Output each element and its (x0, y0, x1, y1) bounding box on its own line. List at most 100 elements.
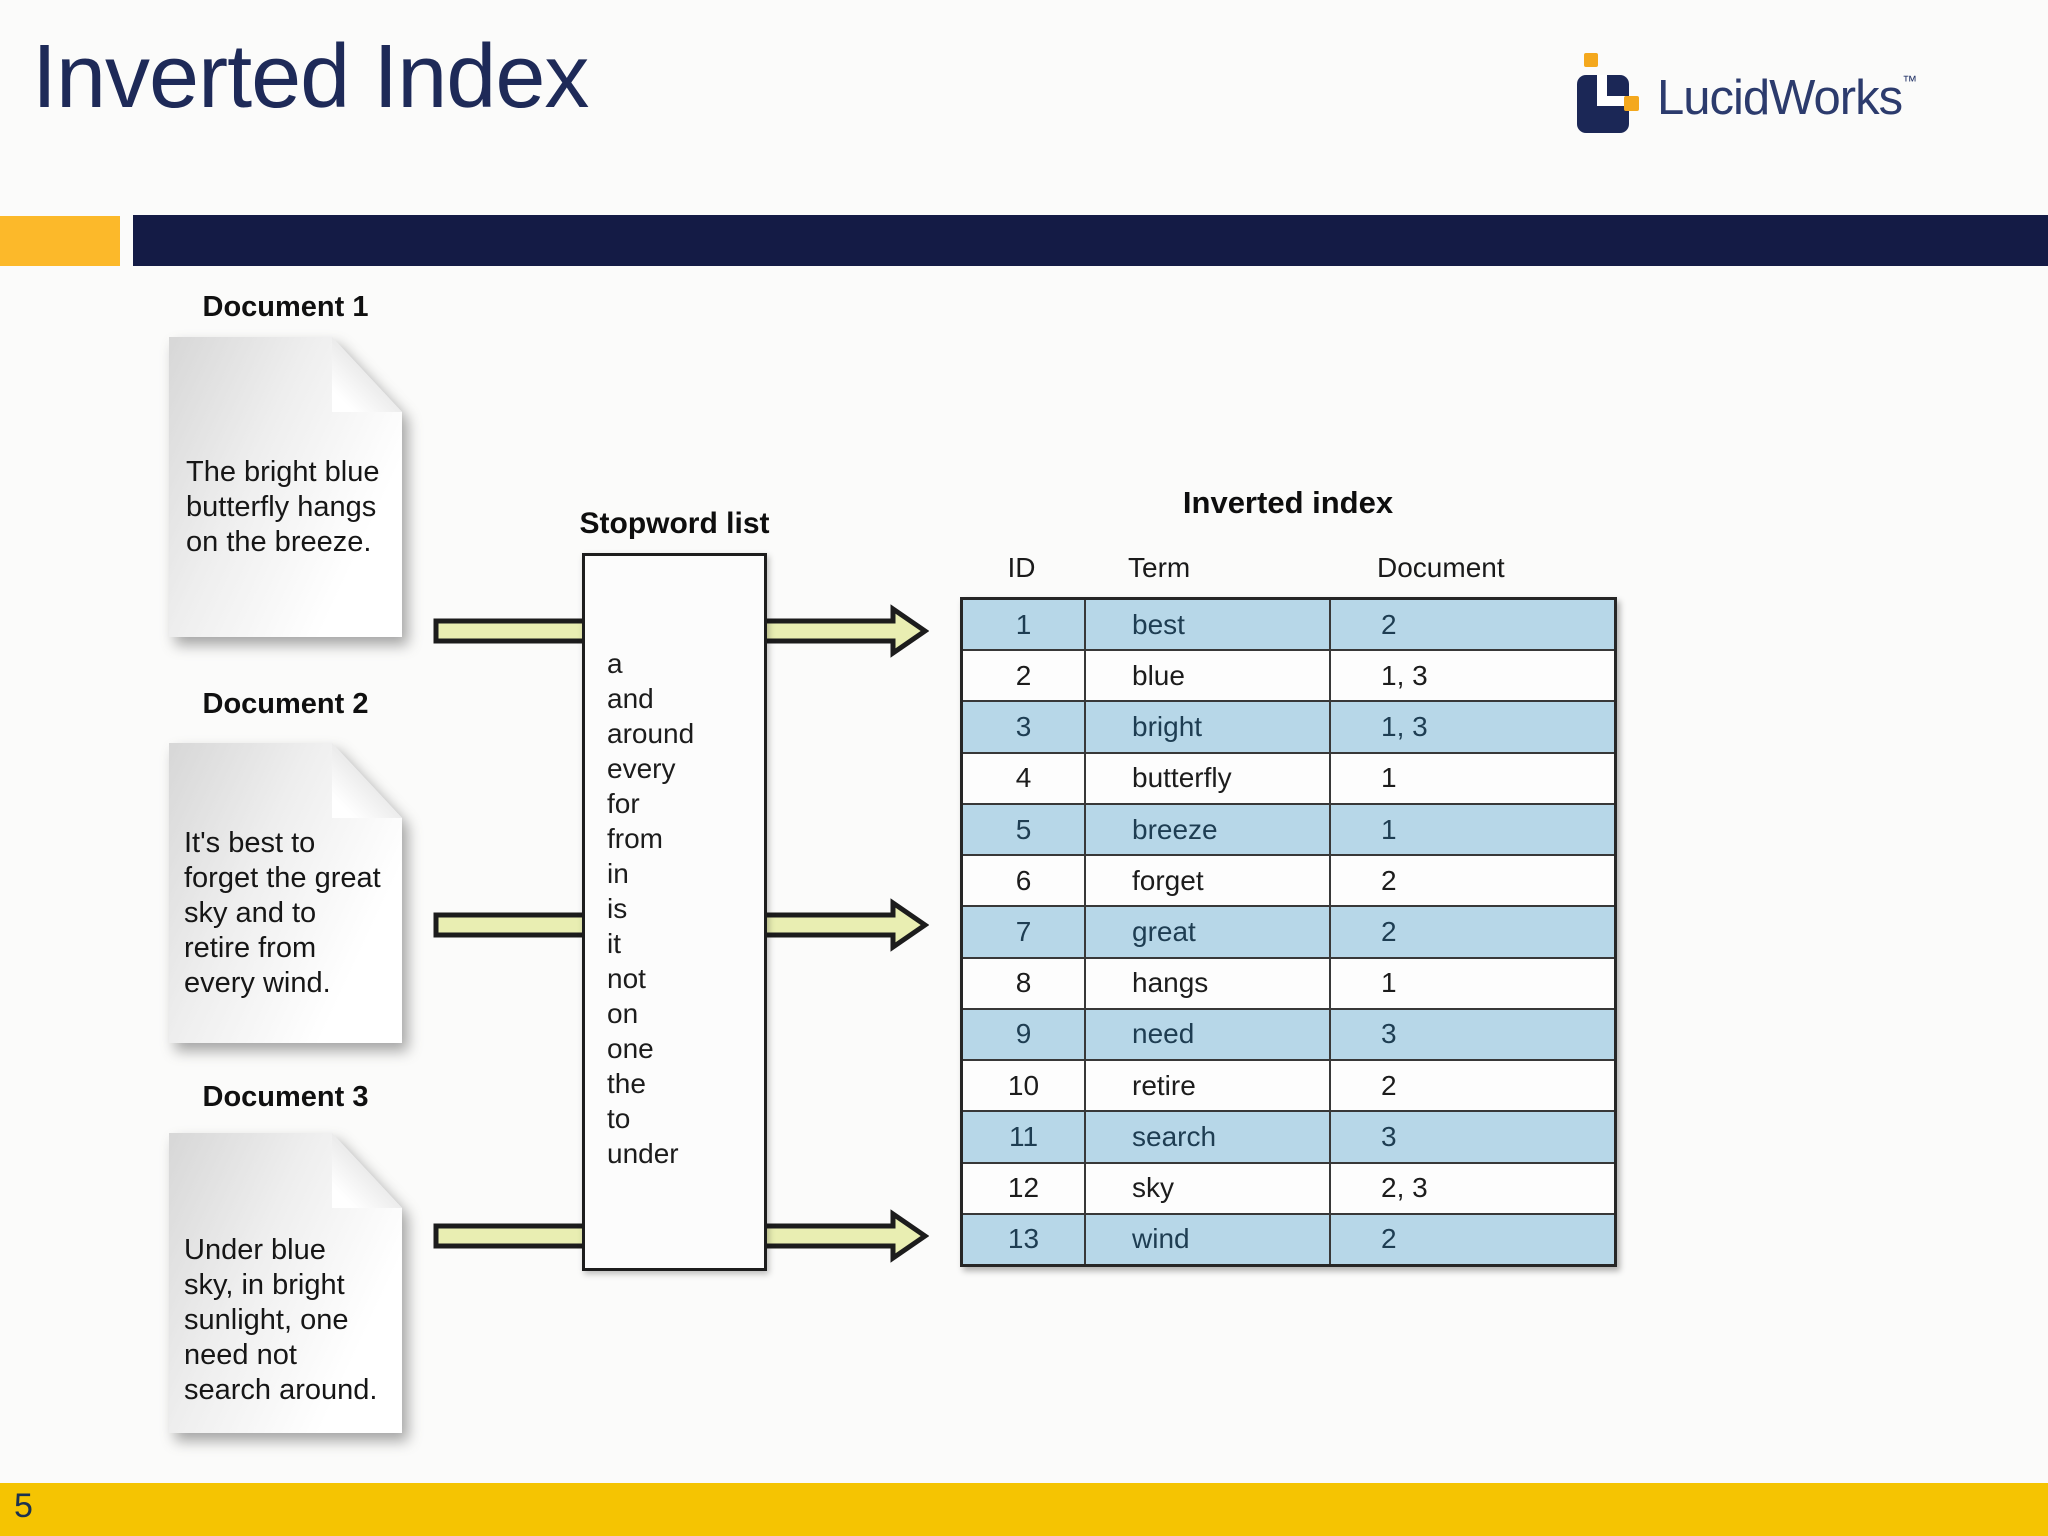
table-cell-term: blue (1086, 651, 1331, 701)
column-header-document: Document (1377, 552, 1505, 583)
document-text-line: search around. (184, 1374, 378, 1406)
stopword-item: for (607, 788, 640, 819)
stopword-item: to (607, 1103, 631, 1134)
logo-l-cutout-horizontal (1597, 96, 1629, 106)
column-header-id: ID (1007, 552, 1036, 583)
stopword-list-title: Stopword list (579, 507, 770, 540)
logo-yellow-square-right (1624, 96, 1639, 111)
table-cell-documents: 1 (1381, 813, 1397, 845)
table-cell-term: breeze (1086, 804, 1331, 855)
inverted-index-title: Inverted index (1182, 485, 1394, 520)
lucidworks-logo-text: LucidWorks™ (1657, 71, 1918, 125)
stopword-item: a (607, 648, 623, 679)
footer-bar: 5 (0, 1483, 2048, 1536)
table-cell-id: 8 (963, 958, 1086, 1008)
table-cell-documents: 2 (1381, 864, 1397, 896)
stopword-item: it (607, 928, 621, 959)
page-fold-corner-icon (332, 337, 402, 412)
document-text-line: The bright blue (186, 456, 380, 488)
page-number: 5 (14, 1487, 33, 1525)
document-text-line: retire from (184, 932, 317, 964)
table-cell-id: 1 (963, 600, 1086, 650)
document-text-line: butterfly hangs (186, 491, 377, 523)
table-cell-term: butterfly (1086, 753, 1331, 803)
table-cell-id: 4 (963, 753, 1086, 803)
table-cell-term: wind (1086, 1214, 1331, 1265)
stopword-item: one (607, 1033, 654, 1064)
page-title: Inverted Index (32, 27, 589, 127)
stopword-item: on (607, 998, 639, 1029)
table-cell-id: 12 (963, 1163, 1086, 1213)
table-cell-documents: 2 (1381, 916, 1397, 948)
accent-yellow-block (0, 216, 120, 266)
document-label: Document 3 (202, 1081, 369, 1113)
table-cell-documents: 1, 3 (1381, 711, 1428, 743)
document-page-icon (169, 337, 402, 637)
table-cell-documents: 2 (1381, 1223, 1397, 1255)
stopword-item: under (607, 1138, 679, 1169)
stopword-item: in (607, 858, 629, 889)
accent-navy-bar (133, 215, 2048, 266)
trademark-symbol: ™ (1902, 73, 1918, 90)
table-cell-documents: 1 (1381, 762, 1397, 794)
document-page-icon (169, 1133, 402, 1433)
table-cell-id: 10 (963, 1061, 1086, 1111)
document-text-line: It's best to (184, 827, 316, 859)
stopword-item: every (607, 753, 676, 784)
table-cell-id: 9 (963, 1009, 1086, 1060)
column-header-term: Term (1128, 552, 1191, 583)
stopword-item: is (607, 893, 628, 924)
document-label: Document 2 (202, 688, 369, 720)
stopword-item: around (607, 718, 695, 749)
table-cell-term: need (1086, 1009, 1331, 1060)
document-text-line: need not (184, 1339, 297, 1371)
document-page-icon (169, 743, 402, 1043)
table-cell-documents: 2 (1381, 608, 1397, 640)
table-cell-id: 5 (963, 804, 1086, 855)
stopword-item: the (607, 1068, 646, 1099)
document-text-line: sky and to (184, 897, 317, 929)
stopword-list-box: a and around every for from in is it not on one the t… (582, 553, 767, 1271)
stopword-item: from (607, 823, 663, 854)
table-cell-term: hangs (1086, 958, 1331, 1008)
document-text-line: forget the great (184, 862, 381, 894)
document-label: Document 1 (202, 291, 369, 323)
document-text-line: sunlight, one (184, 1304, 349, 1336)
stopword-item: and (607, 683, 654, 714)
table-cell-term: best (1086, 600, 1331, 650)
document-text-line: every wind. (184, 967, 331, 999)
logo-l-cutout-vertical (1597, 75, 1607, 106)
table-cell-term: great (1086, 907, 1331, 957)
document-text-line: on the breeze. (186, 526, 372, 558)
table-cell-documents: 2 (1381, 1069, 1397, 1101)
stopword-items: a and around every for from in is it not on one the t… (607, 646, 694, 1171)
stopword-item: not (607, 963, 646, 994)
table-cell-documents: 1, 3 (1381, 659, 1428, 691)
table-cell-id: 3 (963, 702, 1086, 752)
table-cell-term: sky (1086, 1163, 1331, 1213)
table-cell-documents: 3 (1381, 1120, 1397, 1152)
document-text-line: Under blue (184, 1234, 326, 1266)
table-cell-id: 11 (963, 1112, 1086, 1162)
table-cell-term: forget (1086, 856, 1331, 906)
table-cell-term: bright (1086, 702, 1331, 752)
table-cell-documents: 1 (1381, 967, 1397, 999)
table-cell-id: 6 (963, 856, 1086, 906)
table-cell-term: search (1086, 1112, 1331, 1162)
table-cell-id: 7 (963, 907, 1086, 957)
